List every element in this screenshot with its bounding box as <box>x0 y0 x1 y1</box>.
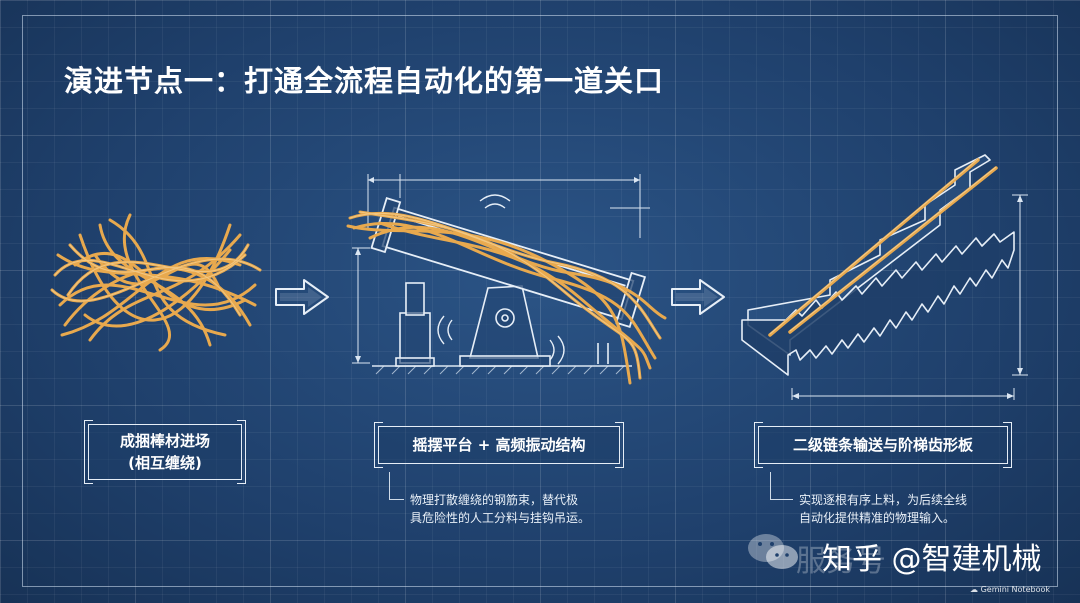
arrow-right-icon <box>671 279 725 315</box>
stage-2-leader-line <box>389 472 404 500</box>
stage-1-label-box: 成捆棒材进场 (相互缠绕) <box>84 420 246 484</box>
stage-2-note-line-1: 物理打散缠绕的钢筋束，替代极 <box>410 493 579 507</box>
stage-3-note: 实现逐根有序上料，为后续全线 自动化提供精准的物理输入。 <box>799 491 1039 527</box>
arrow-right-icon <box>275 279 329 315</box>
tangled-rebar-illustration <box>50 213 262 352</box>
wechat-icon <box>748 534 798 569</box>
watermark-text: 知乎 @智建机械 <box>822 542 1042 577</box>
gemini-notebook-badge: ☁ Gemini Notebook <box>970 585 1050 594</box>
stage-2-label-box: 摇摆平台 + 高频振动结构 <box>374 422 624 468</box>
stepped-tooth-plate-illustration <box>741 154 1028 400</box>
stage-3-leader-line <box>770 472 793 500</box>
stage-3-note-line-1: 实现逐根有序上料，为后续全线 <box>799 493 968 507</box>
stage-2-note-line-2: 具危险性的人工分料与挂钩吊运。 <box>410 511 591 525</box>
swing-platform-illustration <box>346 174 667 385</box>
badge-label: Gemini Notebook <box>980 585 1050 594</box>
badge-icon: ☁ <box>970 585 981 594</box>
page-title: 演进节点一：打通全流程自动化的第一道关口 <box>64 64 665 98</box>
watermark-faded-text: 服务号 <box>796 544 886 579</box>
blueprint-frame <box>22 15 1058 587</box>
stage-3-label-box: 二级链条输送与阶梯齿形板 <box>754 422 1012 468</box>
stage-2-label: 摇摆平台 + 高频振动结构 <box>412 436 586 454</box>
stage-3-note-line-2: 自动化提供精准的物理输入。 <box>799 511 956 525</box>
stage-1-label: 成捆棒材进场 <box>119 432 210 450</box>
stage-3-label: 二级链条输送与阶梯齿形板 <box>792 436 973 454</box>
stage-2-note: 物理打散缠绕的钢筋束，替代极 具危险性的人工分料与挂钩吊运。 <box>410 491 630 527</box>
stage-1-sublabel: (相互缠绕) <box>128 454 202 472</box>
